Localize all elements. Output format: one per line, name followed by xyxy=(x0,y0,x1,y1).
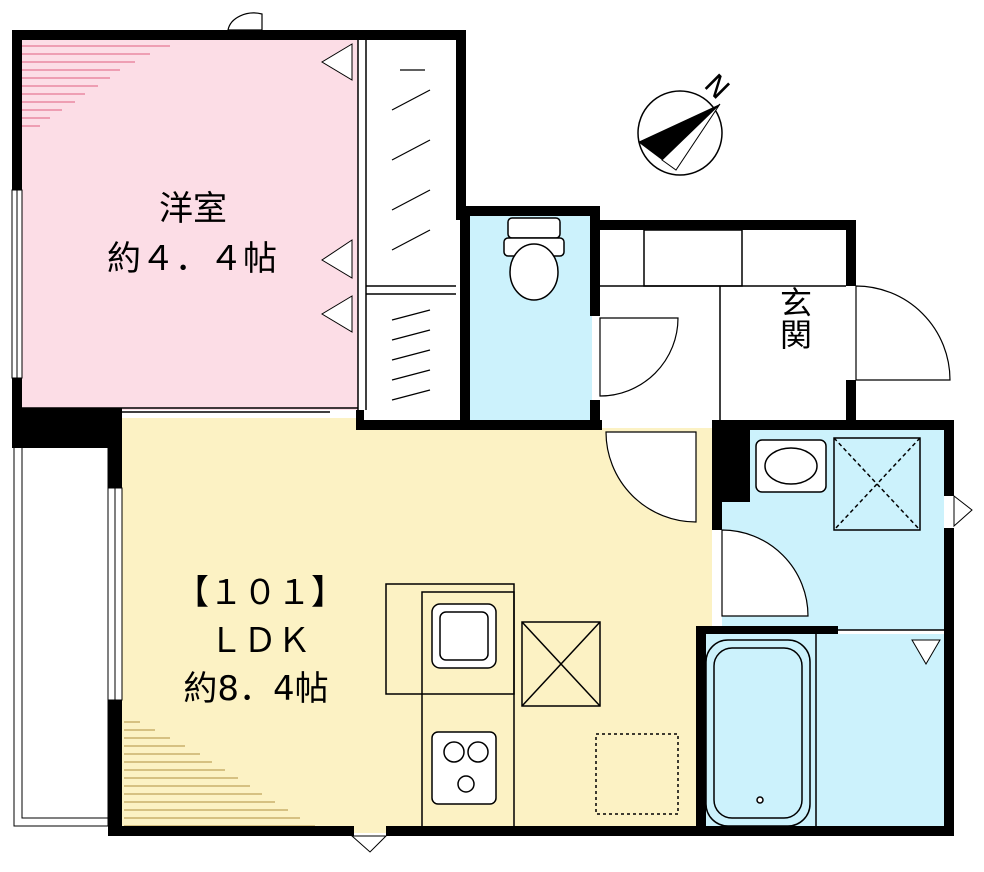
entrance-name: 玄関 xyxy=(775,286,813,350)
compass xyxy=(637,90,723,176)
wash-basin xyxy=(755,439,827,493)
windows xyxy=(11,189,123,701)
western-room-floor xyxy=(22,38,358,410)
closet-door-marks xyxy=(321,43,353,333)
western-room-name: 洋室 xyxy=(159,189,227,229)
western-room-size: 約４．４帖 xyxy=(107,239,277,279)
stove xyxy=(431,731,497,805)
walls xyxy=(12,30,954,836)
ldk-room-name: ＬＤＫ xyxy=(209,621,311,661)
ldk-room-size: 約8．4帖 xyxy=(183,669,329,709)
toilet xyxy=(503,217,565,301)
door-swings xyxy=(227,12,951,617)
western-floor-hatch xyxy=(22,45,170,127)
closet-symbols xyxy=(391,69,431,401)
bathtub xyxy=(705,639,811,827)
ldk-floor xyxy=(120,418,712,833)
kitchen-sink xyxy=(431,603,497,669)
partitions xyxy=(22,40,944,829)
small-marks xyxy=(350,494,973,853)
balcony xyxy=(13,445,109,827)
unit-number: 【１０１】 xyxy=(175,573,345,613)
